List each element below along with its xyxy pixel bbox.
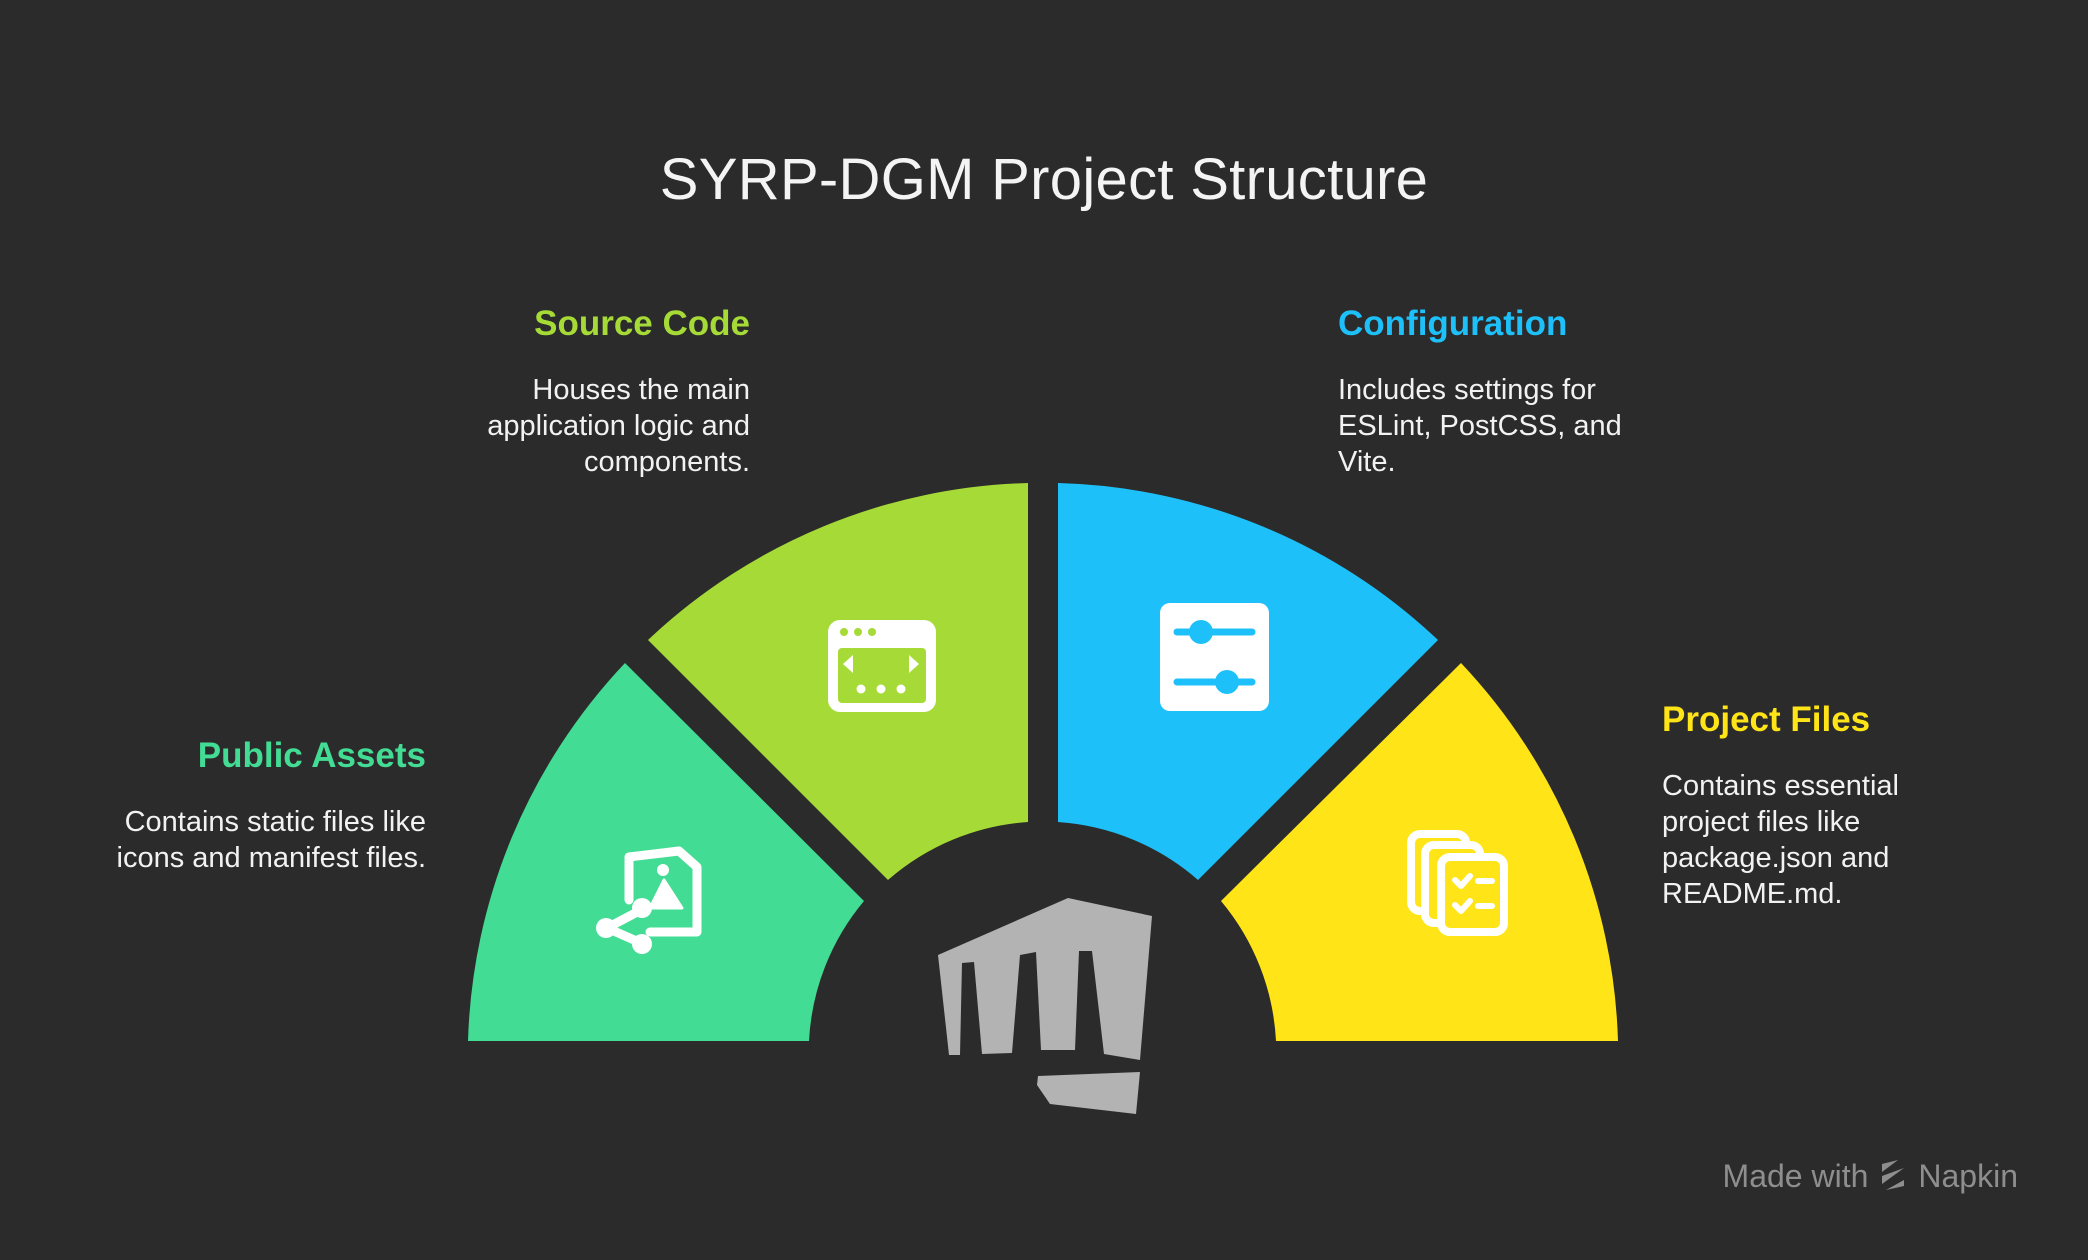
code-window-icon xyxy=(828,620,936,712)
napkin-brand-label: Napkin xyxy=(1918,1158,2018,1194)
description-configuration: Includes settings for ESLint, PostCSS, a… xyxy=(1338,374,1622,478)
label-public-assets: Public Assets Contains static files like… xyxy=(80,734,426,876)
description-project-files: Contains essential project files like pa… xyxy=(1662,770,1899,910)
label-source-code: Source Code Houses the main application … xyxy=(440,302,750,480)
diagram-title: SYRP-DGM Project Structure xyxy=(659,147,1429,212)
made-with-napkin[interactable]: Made with Napkin xyxy=(1723,1154,2018,1198)
napkin-logo-icon xyxy=(1882,1160,1905,1190)
checklist-documents-icon xyxy=(1407,830,1508,936)
made-with-label: Made with xyxy=(1722,1158,1869,1194)
sliders-icon xyxy=(1160,603,1269,711)
image-share-icon xyxy=(596,846,702,954)
description-source-code: Houses the main application logic and co… xyxy=(487,374,750,478)
fist-icon xyxy=(938,898,1152,1114)
label-project-files: Project Files Contains essential project… xyxy=(1662,698,1952,912)
label-configuration: Configuration Includes settings for ESLi… xyxy=(1338,302,1638,480)
heading-project-files: Project Files xyxy=(1662,700,1871,739)
heading-configuration: Configuration xyxy=(1338,304,1568,343)
heading-public-assets: Public Assets xyxy=(197,736,426,775)
description-public-assets: Contains static files like icons and man… xyxy=(116,806,426,874)
heading-source-code: Source Code xyxy=(534,304,750,343)
